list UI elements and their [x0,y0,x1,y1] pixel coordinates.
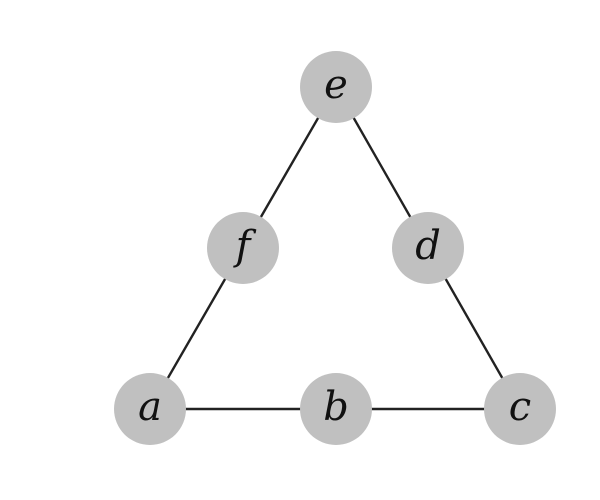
node-b-circle [300,373,372,445]
node-c-label: c [509,384,531,430]
node-c: c [484,373,556,445]
node-f: f [207,212,279,284]
node-d-label: d [415,223,441,269]
node-e-circle [300,51,372,123]
node-a-circle [114,373,186,445]
nodes-layer: e f d a b c [114,51,556,445]
node-b-label: b [323,384,349,430]
node-b: b [300,373,372,445]
node-a-label: a [138,384,162,430]
node-e-label: e [324,62,348,108]
node-d: d [392,212,464,284]
node-d-circle [392,212,464,284]
node-f-circle [207,212,279,284]
node-c-circle [484,373,556,445]
node-e: e [300,51,372,123]
node-a: a [114,373,186,445]
